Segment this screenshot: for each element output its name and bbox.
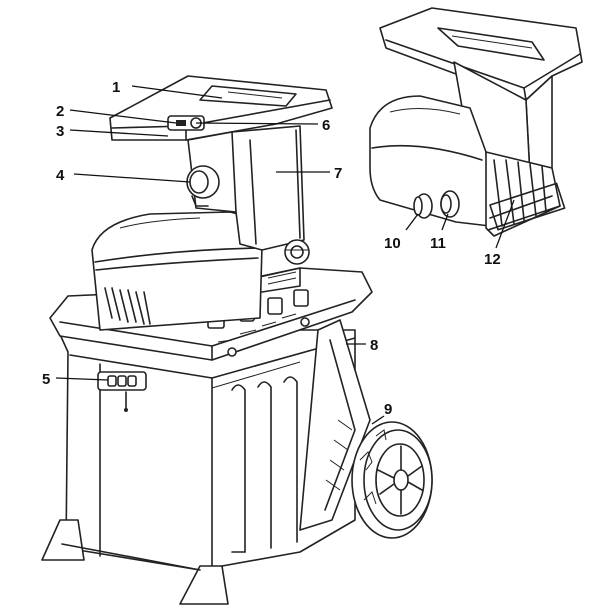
callout-3: 3 — [56, 123, 169, 140]
label-9: 9 — [384, 401, 392, 418]
label-1: 1 — [112, 79, 120, 96]
callout-1: 1 — [112, 79, 223, 99]
label-8: 8 — [370, 337, 378, 354]
adjustment-dial — [284, 239, 310, 265]
motor-cap — [186, 165, 220, 207]
frame — [41, 319, 371, 605]
callout-6: 6 — [195, 117, 330, 134]
label-6: 6 — [322, 117, 330, 134]
callout-7: 7 — [276, 165, 342, 182]
hopper-top — [109, 75, 333, 141]
collection-box-window — [97, 371, 147, 412]
label-3: 3 — [56, 123, 64, 140]
callout-10: 10 — [384, 213, 419, 252]
label-7: 7 — [334, 165, 342, 182]
label-5: 5 — [42, 371, 50, 388]
callout-8: 8 — [346, 337, 378, 354]
callout-9: 9 — [371, 401, 392, 425]
callout-4: 4 — [56, 167, 191, 184]
label-11: 11 — [430, 235, 446, 252]
callout-12: 12 — [484, 199, 515, 268]
label-10: 10 — [384, 235, 401, 252]
label-12: 12 — [484, 251, 501, 268]
callout-5: 5 — [42, 371, 109, 388]
callout-11: 11 — [430, 213, 449, 252]
hopper-column — [187, 125, 305, 251]
wheel — [351, 421, 433, 539]
callout-2: 2 — [56, 103, 177, 124]
inset-view — [369, 7, 583, 237]
label-4: 4 — [56, 167, 65, 184]
label-2: 2 — [56, 103, 64, 120]
